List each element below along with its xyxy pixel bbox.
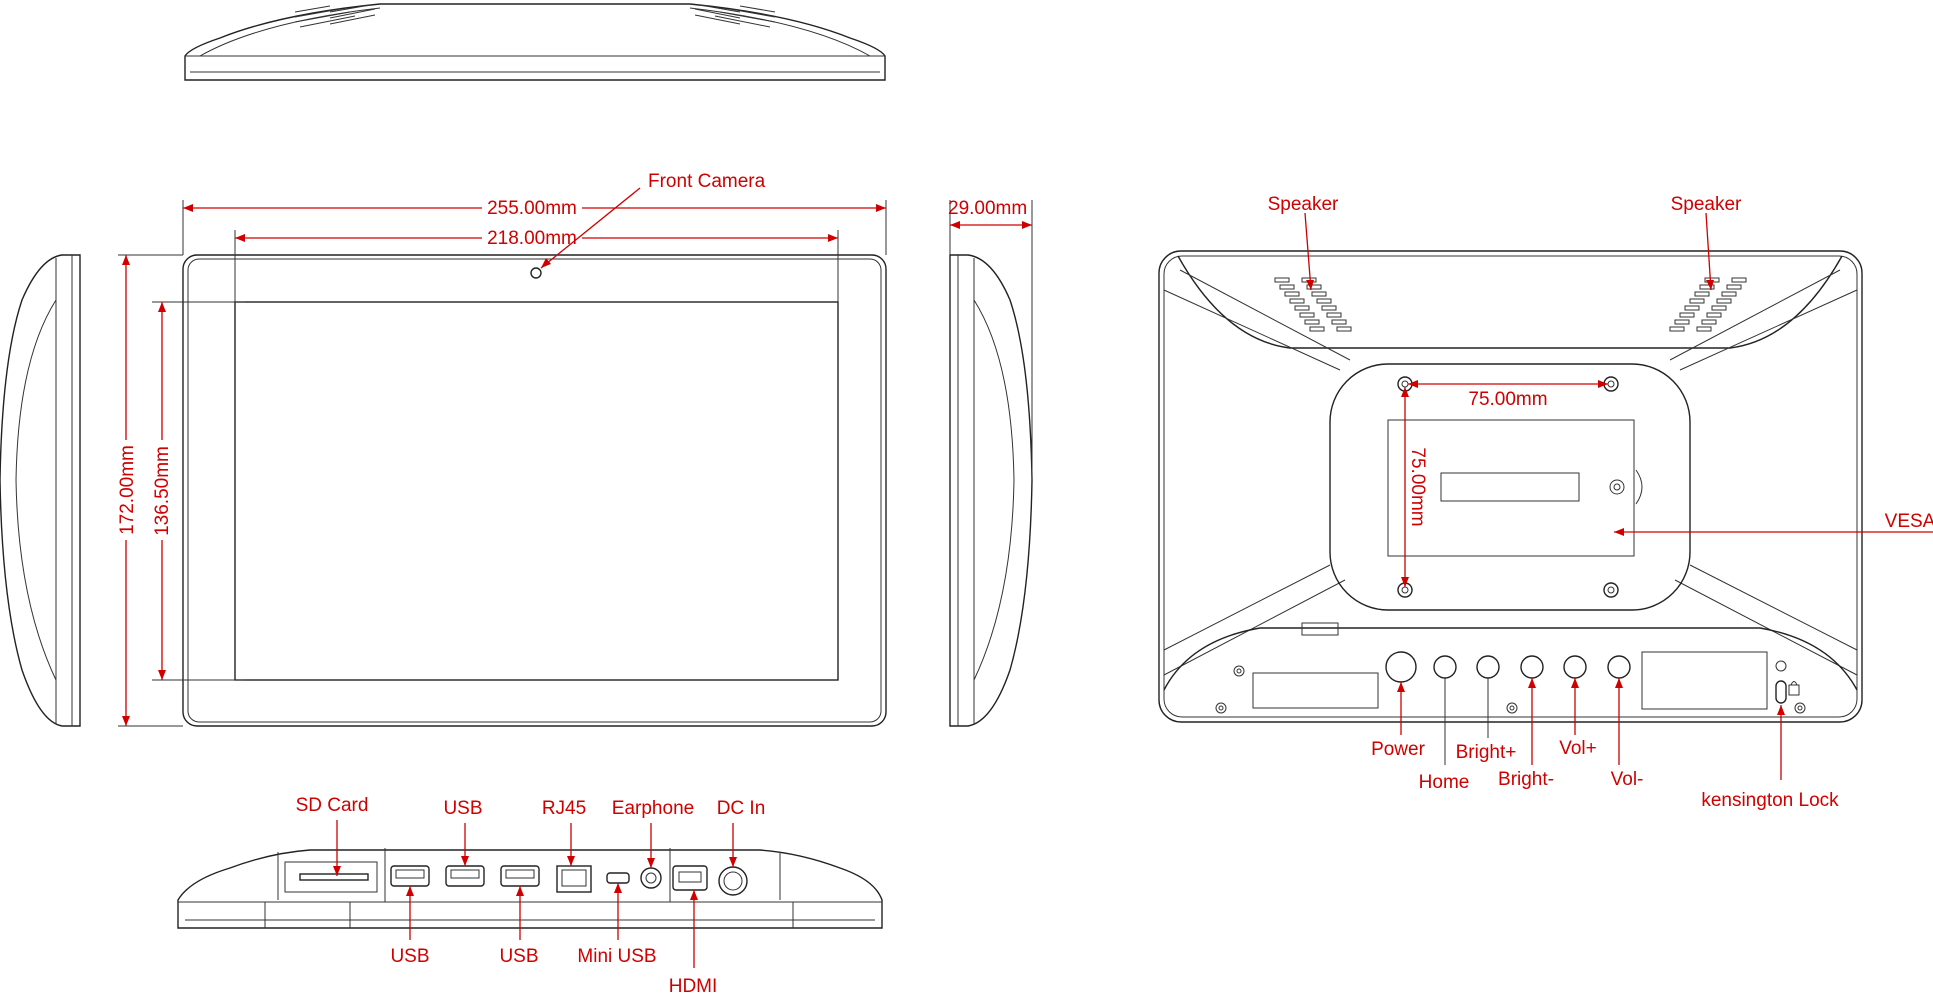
label-vol-plus: Vol+ bbox=[1559, 738, 1597, 759]
label-bright-plus: Bright+ bbox=[1456, 742, 1517, 763]
dim-screen-width: 218.00mm bbox=[487, 228, 577, 249]
front-view bbox=[182, 254, 887, 727]
label-rj45: RJ45 bbox=[542, 798, 586, 819]
vol-plus-button[interactable] bbox=[1563, 655, 1587, 679]
bottom-edge-view bbox=[177, 848, 883, 929]
speaker-grille-right bbox=[1669, 277, 1747, 332]
label-dc-in: DC In bbox=[717, 798, 766, 819]
dim-vesa-horizontal: 75.00mm bbox=[1468, 389, 1547, 410]
front-camera bbox=[530, 267, 542, 279]
label-speaker-right: Speaker bbox=[1671, 194, 1742, 215]
front-dimensions: 255.00mm 218.00mm 172.00mm 136.50mm Fron… bbox=[115, 171, 887, 727]
label-speaker-left: Speaker bbox=[1268, 194, 1339, 215]
label-vesa: VESA bbox=[1885, 511, 1933, 532]
label-hdmi: HDMI bbox=[669, 976, 718, 997]
speaker-grille-left bbox=[1274, 277, 1352, 332]
label-usb-top: USB bbox=[443, 798, 482, 819]
back-callouts: 75.00mm 75.00mm VESA Speaker Speaker Pow… bbox=[1268, 194, 1933, 811]
dim-screen-height: 136.50mm bbox=[152, 446, 173, 536]
usb-port-2 bbox=[445, 865, 485, 887]
label-bright-minus: Bright- bbox=[1498, 769, 1554, 790]
usb-port-1 bbox=[390, 865, 430, 887]
dc-in-port bbox=[718, 866, 748, 896]
label-mini-usb: Mini USB bbox=[577, 946, 656, 967]
label-usb-bottom-2: USB bbox=[499, 946, 538, 967]
top-vent-left bbox=[294, 4, 376, 28]
back-view bbox=[1158, 250, 1863, 723]
label-power: Power bbox=[1371, 739, 1426, 760]
label-kensington-lock: kensington Lock bbox=[1701, 790, 1839, 811]
label-home: Home bbox=[1419, 772, 1470, 793]
kensington-lock-slot bbox=[1775, 680, 1787, 704]
vol-minus-button[interactable] bbox=[1607, 655, 1631, 679]
home-button[interactable] bbox=[1433, 655, 1457, 679]
label-vol-minus: Vol- bbox=[1611, 769, 1644, 790]
earphone-jack bbox=[640, 867, 662, 889]
label-front-camera: Front Camera bbox=[648, 171, 766, 192]
label-sd-card: SD Card bbox=[296, 795, 369, 816]
left-side-view bbox=[0, 254, 81, 727]
dim-overall-height: 172.00mm bbox=[117, 445, 138, 535]
dim-overall-width: 255.00mm bbox=[487, 198, 577, 219]
hdmi-port bbox=[672, 865, 708, 891]
mini-usb-port bbox=[606, 872, 630, 884]
dim-depth: 29.00mm bbox=[948, 198, 1027, 219]
label-earphone: Earphone bbox=[612, 798, 694, 819]
vesa-holes bbox=[1397, 376, 1619, 598]
bright-minus-button[interactable] bbox=[1520, 655, 1544, 679]
label-usb-bottom-1: USB bbox=[390, 946, 429, 967]
power-button[interactable] bbox=[1385, 651, 1417, 683]
top-vent-right bbox=[694, 4, 776, 28]
dim-vesa-vertical: 75.00mm bbox=[1407, 447, 1428, 526]
top-edge-view bbox=[184, 3, 886, 81]
sd-card-slot bbox=[284, 861, 378, 893]
right-side-view: 29.00mm bbox=[948, 198, 1033, 727]
rj45-port bbox=[556, 865, 592, 893]
bottom-callouts: SD Card USB RJ45 Earphone DC In USB USB … bbox=[296, 795, 766, 997]
bright-plus-button[interactable] bbox=[1476, 655, 1500, 679]
screen-active-area bbox=[234, 301, 839, 681]
usb-port-3 bbox=[500, 865, 540, 887]
